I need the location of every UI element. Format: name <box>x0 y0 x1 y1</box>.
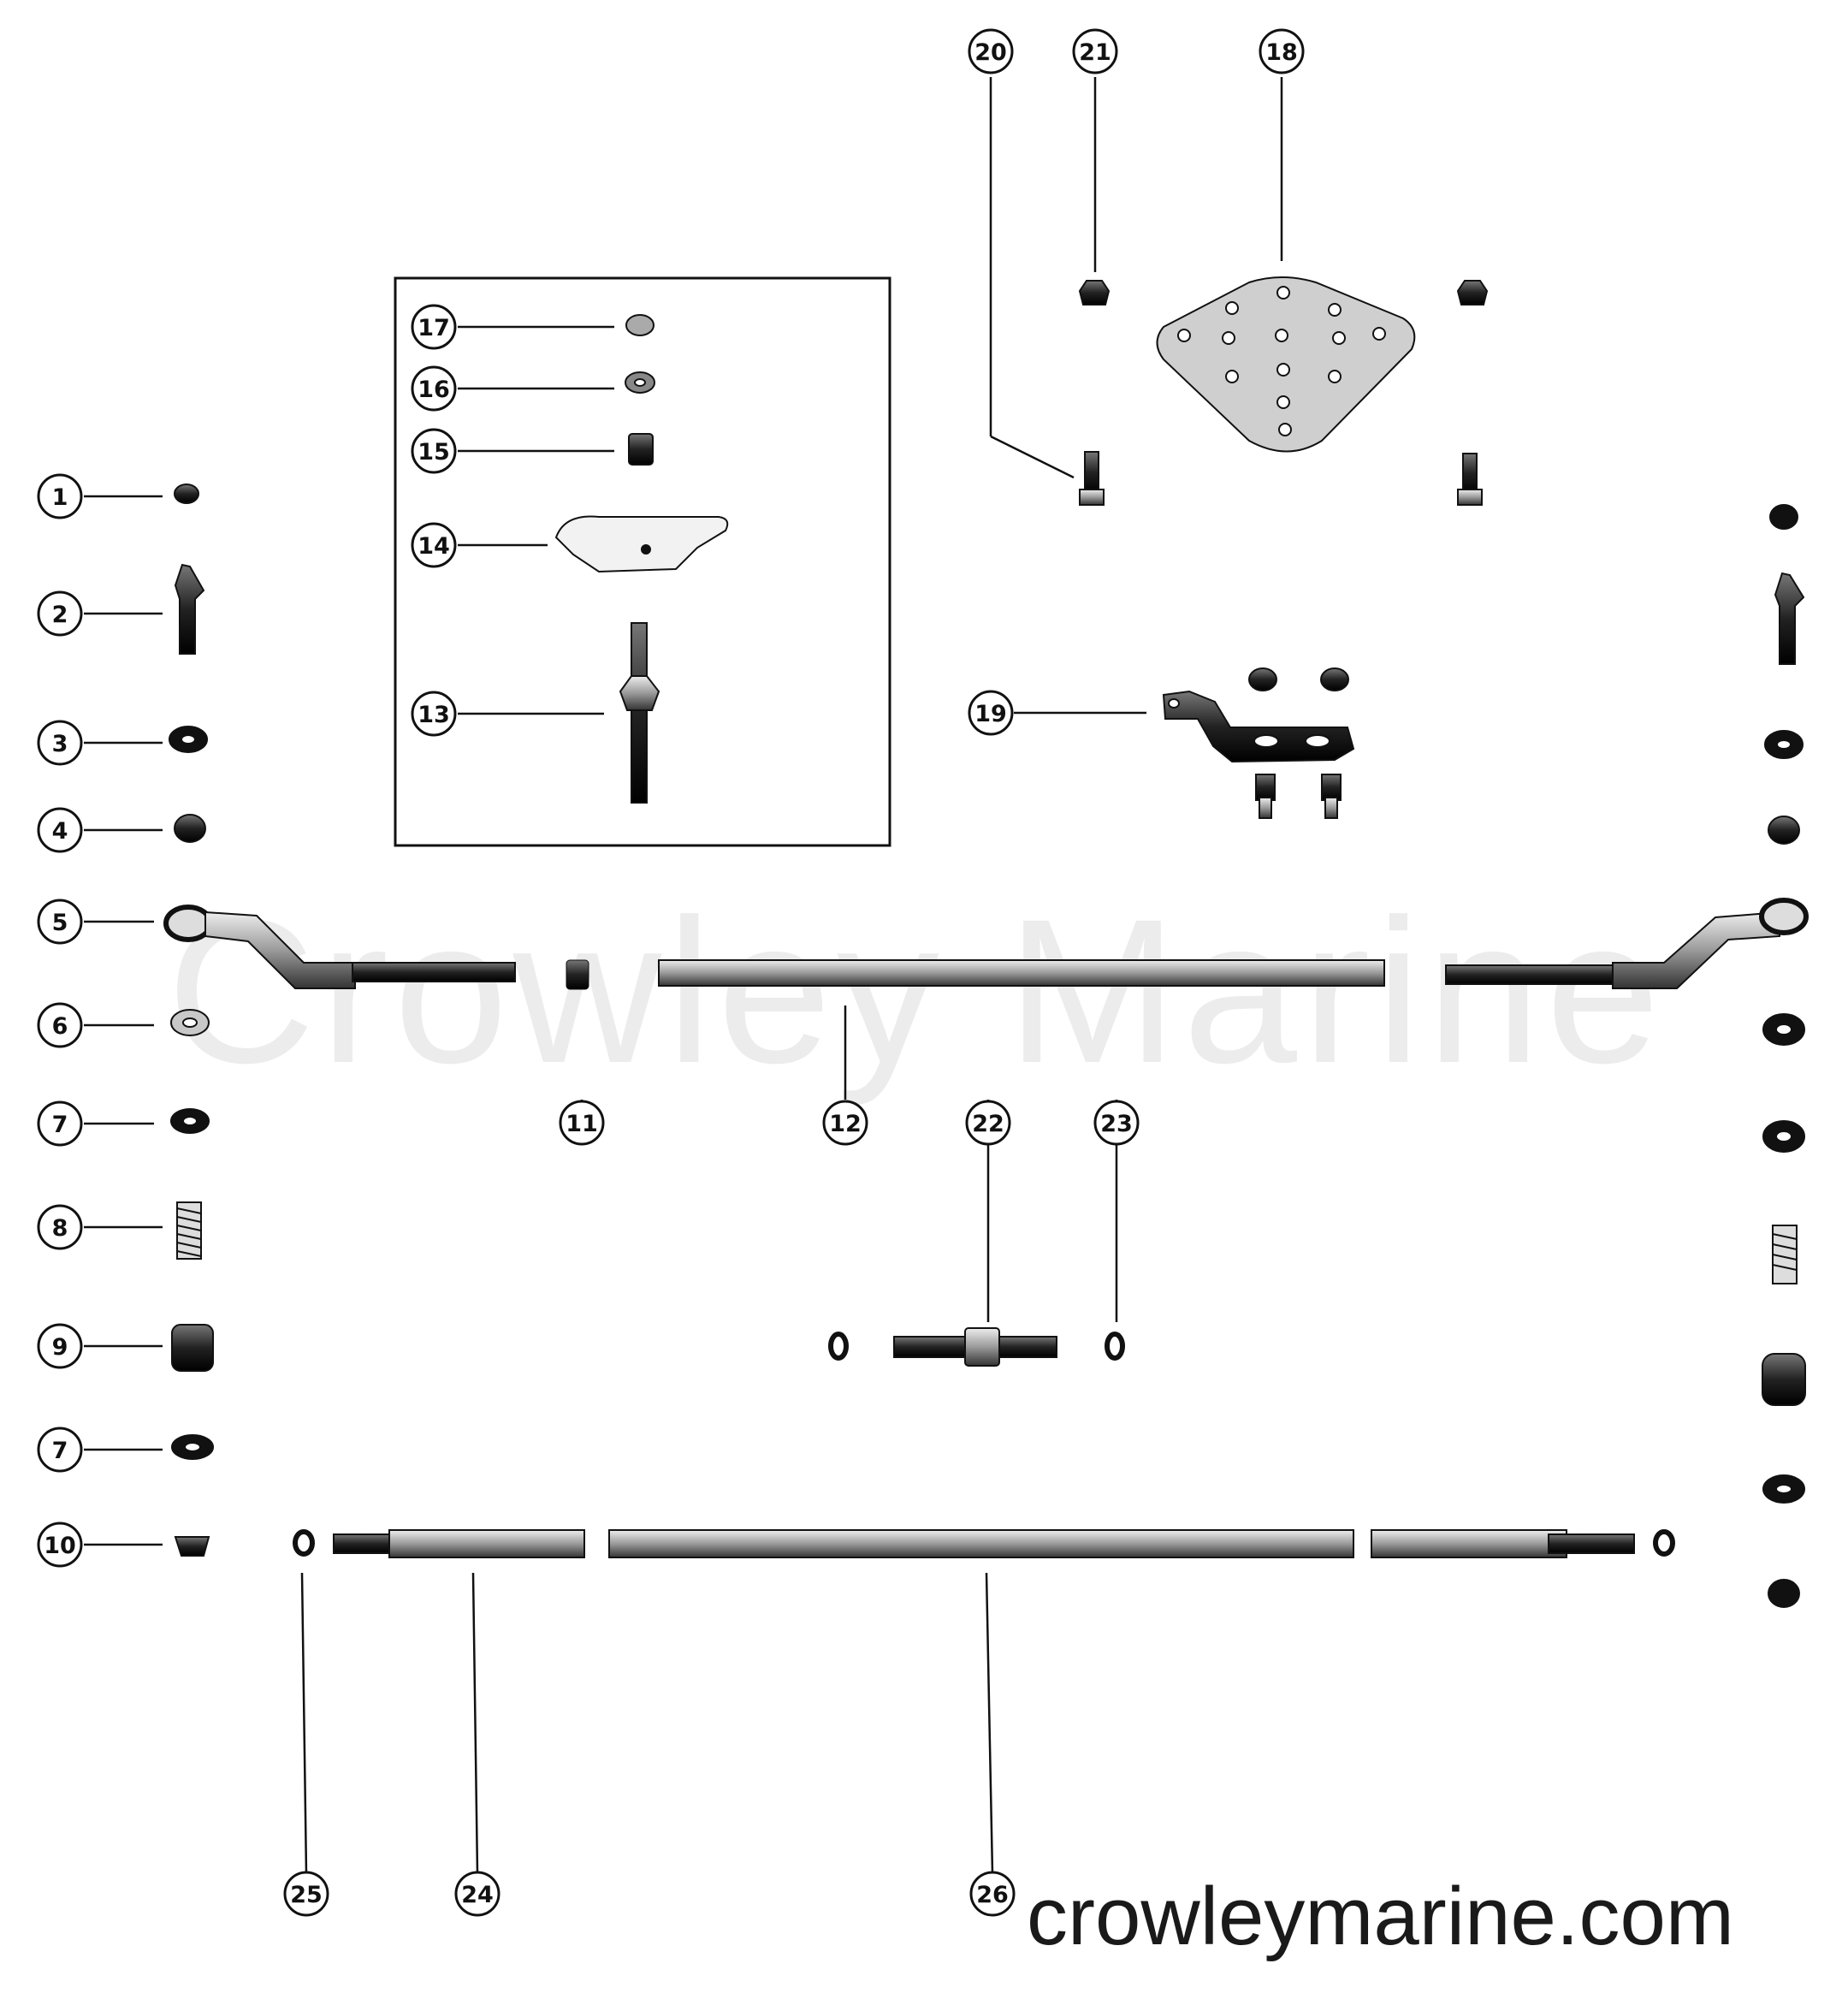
callout-7b: 7 <box>37 1427 83 1473</box>
svg-text:9: 9 <box>52 1334 68 1361</box>
spring-part-8 <box>176 1201 202 1260</box>
tie-rod-end-left <box>163 905 516 989</box>
callout-16: 16 <box>411 365 457 412</box>
callout-4: 4 <box>37 807 83 853</box>
callout-19: 19 <box>968 690 1014 736</box>
site-url: crowleymarine.com <box>1027 1871 1734 1962</box>
nut-part-21 <box>1078 280 1111 306</box>
callout-18: 18 <box>1259 28 1305 74</box>
stud-part-13 <box>619 622 660 804</box>
tube-part-12 <box>658 959 1385 987</box>
callout-15: 15 <box>411 428 457 474</box>
callout-9: 9 <box>37 1323 83 1369</box>
bracket-part-19 <box>1162 667 1355 819</box>
clip-part-25 <box>293 1529 315 1557</box>
svg-text:17: 17 <box>418 315 450 341</box>
callout-12: 12 <box>822 1100 868 1146</box>
callout-10: 10 <box>37 1522 83 1568</box>
leader-lines <box>84 77 1283 1875</box>
svg-text:3: 3 <box>52 731 68 757</box>
svg-text:21: 21 <box>1079 39 1111 66</box>
mounting-parts <box>1078 276 1489 506</box>
svg-text:19: 19 <box>974 701 1007 727</box>
bolt-right <box>1457 453 1483 506</box>
callout-13: 13 <box>411 691 457 737</box>
callout-20: 20 <box>968 28 1014 74</box>
svg-text:1: 1 <box>52 484 68 511</box>
svg-text:16: 16 <box>418 377 450 403</box>
connector-assembly <box>828 1327 1125 1367</box>
stud-part-2 <box>174 563 205 655</box>
tube-part-26 <box>608 1529 1354 1558</box>
callout-14: 14 <box>411 522 457 568</box>
callout-6: 6 <box>37 1002 83 1048</box>
svg-text:13: 13 <box>418 702 450 728</box>
callout-25: 25 <box>283 1871 329 1917</box>
callout-1: 1 <box>37 473 83 519</box>
bottom-rods <box>293 1529 1675 1558</box>
callout-24: 24 <box>454 1871 500 1917</box>
inset-parts <box>554 314 729 804</box>
svg-text:15: 15 <box>418 439 450 466</box>
callout-5: 5 <box>37 899 83 945</box>
svg-text:4: 4 <box>52 818 68 845</box>
svg-text:24: 24 <box>461 1882 494 1908</box>
svg-text:20: 20 <box>974 39 1007 66</box>
svg-text:5: 5 <box>52 910 68 936</box>
svg-text:10: 10 <box>44 1533 76 1559</box>
right-column-parts <box>1762 504 1806 1608</box>
callouts: 1 2 3 4 5 6 7 8 9 7 10 11 12 13 14 15 16… <box>37 28 1305 1917</box>
svg-text:18: 18 <box>1265 39 1298 66</box>
svg-text:11: 11 <box>566 1111 598 1137</box>
bolt-part-20 <box>1079 451 1105 506</box>
callout-3: 3 <box>37 720 83 766</box>
tie-rod-end-right <box>1445 898 1809 989</box>
callout-22: 22 <box>965 1100 1011 1146</box>
svg-text:14: 14 <box>418 533 450 560</box>
svg-text:2: 2 <box>52 602 68 628</box>
svg-text:23: 23 <box>1100 1111 1133 1137</box>
svg-text:25: 25 <box>290 1882 323 1908</box>
nut-part-11 <box>566 959 589 990</box>
svg-text:12: 12 <box>829 1111 862 1137</box>
nut-right <box>1456 280 1489 306</box>
svg-text:7: 7 <box>52 1438 68 1464</box>
nut-part-1 <box>174 483 199 504</box>
bushing-part-9 <box>171 1324 214 1372</box>
callout-11: 11 <box>559 1100 605 1146</box>
nut-part-17 <box>625 314 654 336</box>
cap-part-10 <box>174 1536 210 1557</box>
watermark-text: Crowley Marine <box>167 876 1666 1106</box>
callout-26: 26 <box>969 1871 1016 1917</box>
callout-2: 2 <box>37 590 83 637</box>
svg-text:6: 6 <box>52 1013 68 1040</box>
left-column-parts <box>169 483 214 1557</box>
callout-17: 17 <box>411 304 457 350</box>
plate-part-14 <box>554 515 729 573</box>
svg-text:8: 8 <box>52 1215 68 1242</box>
svg-text:22: 22 <box>972 1111 1004 1137</box>
svg-text:26: 26 <box>976 1882 1009 1908</box>
callout-8: 8 <box>37 1204 83 1250</box>
callout-21: 21 <box>1072 28 1118 74</box>
svg-text:7: 7 <box>52 1112 68 1138</box>
inset-box <box>394 276 891 847</box>
callout-23: 23 <box>1093 1100 1140 1146</box>
spacer-part-15 <box>628 433 654 466</box>
nut-part-4 <box>174 814 206 843</box>
callout-7: 7 <box>37 1100 83 1147</box>
